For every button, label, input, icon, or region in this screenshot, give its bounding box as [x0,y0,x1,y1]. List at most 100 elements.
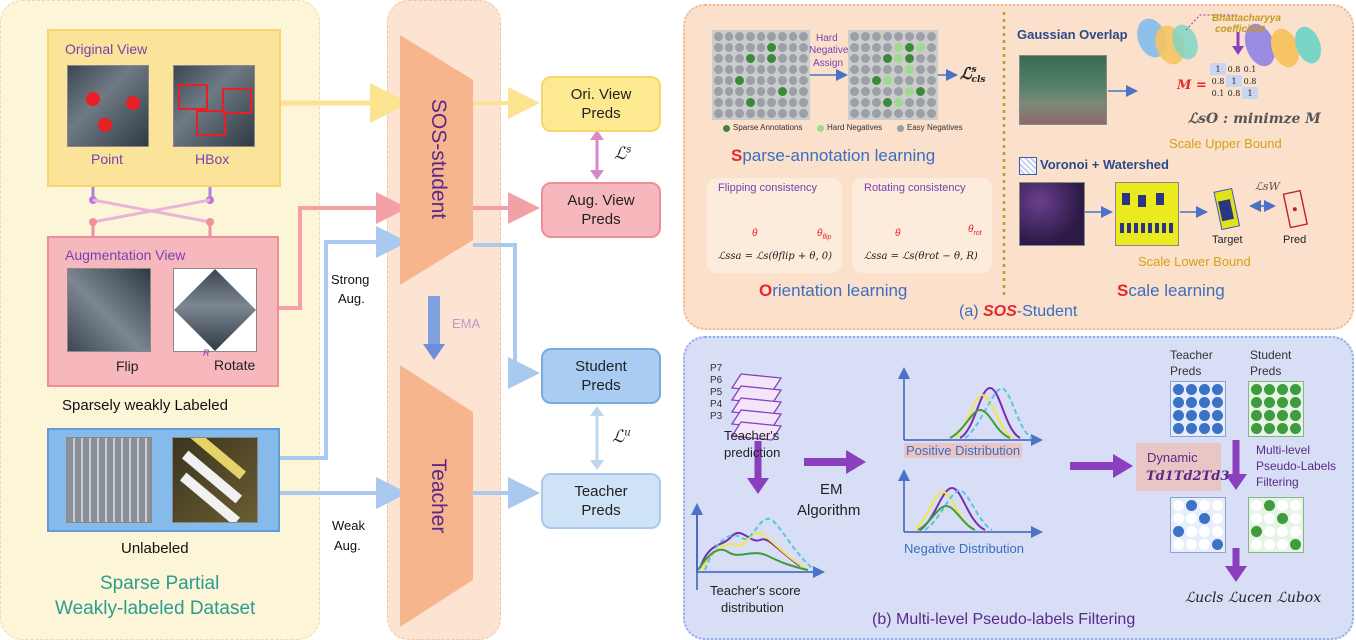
matrix-cell: 0.8 [1243,76,1257,86]
grid-cell [905,87,914,96]
grid-cell [872,76,881,85]
legend-hard-dot [817,125,824,132]
grid-cell [1290,397,1301,408]
grid-cell [714,98,723,107]
grid-cell [756,65,766,74]
grid-cell [788,43,798,52]
sos-student-label: SOS-student [427,98,450,220]
grid-cell [735,43,744,52]
grid-cell [1173,513,1184,524]
grid-cell [894,43,903,52]
grid-cell [1199,513,1210,524]
grid-cell [746,109,755,118]
theta-flip-a: θ [752,228,758,239]
matrix-cell: 0.8 [1227,64,1241,74]
grid-cell [735,65,744,74]
teacher-label: Teacher [427,458,450,534]
grid-cell [883,65,892,74]
grid-cell [1264,526,1275,537]
grid-cell [778,43,787,52]
hard-negative-grid [848,30,938,120]
grid-cell [1199,539,1210,550]
grid-cell [788,32,798,41]
grid-cell [1212,397,1223,408]
grid-cell [872,54,881,63]
grid-cell [1173,384,1184,395]
grid-cell [767,98,776,107]
theta-rot-symbol: θ [968,224,974,235]
flip-equation: ℒssa = ℒs(θflip + θ, 0) [718,251,833,262]
ori-view-preds-line2: Preds [581,105,621,122]
grid-cell [1251,513,1262,524]
target-label: Target [1212,234,1243,246]
grid-cell [861,76,870,85]
original-point-image [67,65,149,147]
grid-cell [778,76,787,85]
legend-hard: Hard Negatives [827,123,883,132]
student-preds: Student Preds [541,348,661,404]
hard-neg-line2: Negative [809,45,849,56]
grid-cell [905,54,914,63]
sparse-annotation-title: Sparse-annotation learning [731,146,935,166]
pyramid-level-label: P7 [710,363,723,374]
grid-cell [872,43,881,52]
grid-cell [1277,513,1288,524]
grid-cell [1277,410,1288,421]
loss-cls-sup: s [971,64,977,75]
sparse-first-letter: S [731,146,743,165]
bhatta-line1: Bhattacharyya [1212,13,1281,24]
teacher-preds-line2-b: Preds [1170,364,1202,378]
grid-cell [746,65,755,74]
grid-cell [1212,410,1223,421]
grid-cell [905,98,914,107]
grid-cell [861,87,870,96]
filtered-student-grid [1248,497,1304,553]
grid-cell [916,43,925,52]
loss-s: ℒs [614,144,631,164]
aug-view-preds: Aug. View Preds [541,182,661,238]
grid-cell [883,98,892,107]
pyramid-level-label: P5 [710,387,723,398]
grid-cell [850,32,859,41]
grid-cell [861,32,870,41]
grid-cell [905,65,914,74]
grid-cell [746,98,755,107]
grid-cell [894,87,903,96]
loss-cls-sub: cls [971,74,986,85]
grid-cell [799,109,808,118]
grid-cell [724,32,734,41]
grid-cell [905,76,914,85]
augmentation-view-label: Augmentation View [65,247,186,263]
grid-cell [746,76,755,85]
rotate-symbol: R [203,348,210,358]
hbox-label: HBox [195,151,230,167]
teacher-prediction-line1: Teacher's [724,428,780,443]
dynamic-label: Dynamic [1147,450,1198,465]
grid-cell [894,32,903,41]
grid-cell [778,54,787,63]
grid-cell [861,109,870,118]
panel-a-caption-sos: SOS [983,303,1017,320]
grid-cell [883,43,892,52]
grid-cell [714,109,723,118]
pyramid-level-label: P4 [710,399,723,410]
thresholds-label: Td1Td2Td3 [1146,469,1230,484]
aug-view-preds-line2: Preds [581,211,621,228]
grid-cell [894,54,903,63]
theta-flip-label: θflip [817,228,831,241]
theta-flip-sub: flip [822,234,832,241]
legend-sparse: Sparse Annotations [733,123,803,132]
legend-easy: Easy Negatives [907,123,963,132]
matrix-cell: 0.1 [1211,88,1225,98]
grid-cell [872,98,881,107]
grid-cell [1251,384,1262,395]
grid-cell [767,87,776,96]
loss-s-symbol: ℒ [614,144,627,164]
grid-cell [1199,500,1210,511]
grid-cell [883,32,892,41]
grid-cell [756,87,766,96]
grid-cell [1173,526,1184,537]
score-distribution-line1: Teacher's score [710,583,801,598]
grid-cell [927,109,936,118]
